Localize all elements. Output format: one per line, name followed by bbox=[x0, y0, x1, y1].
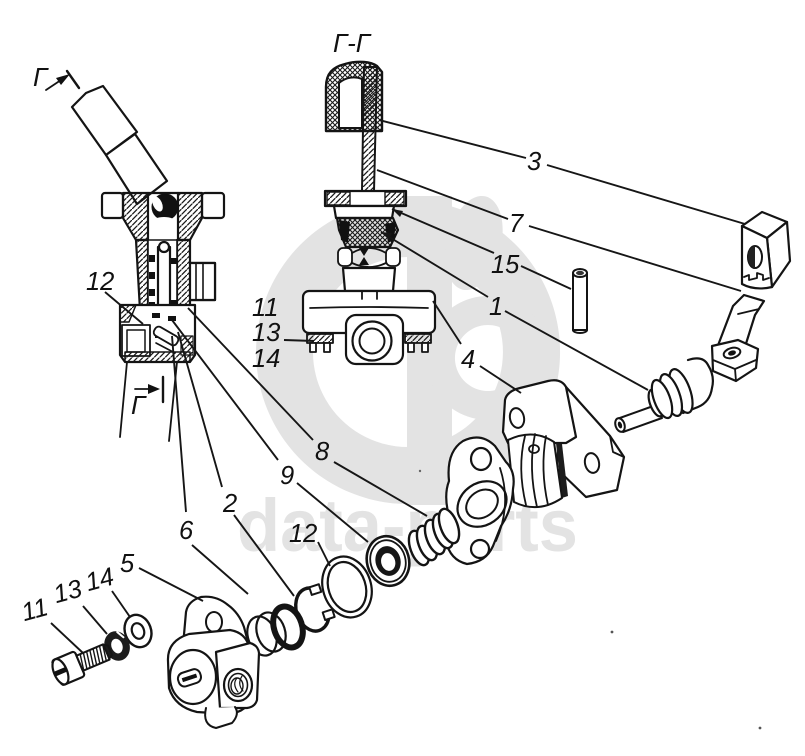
svg-text:2: 2 bbox=[222, 490, 237, 518]
svg-text:5: 5 bbox=[120, 550, 135, 578]
svg-text:9: 9 bbox=[280, 462, 294, 490]
svg-text:11: 11 bbox=[18, 593, 51, 627]
svg-text:3: 3 bbox=[527, 148, 541, 176]
svg-text:14: 14 bbox=[252, 345, 280, 373]
svg-text:13: 13 bbox=[252, 319, 280, 347]
svg-text:6: 6 bbox=[179, 517, 194, 545]
svg-text:Г: Г bbox=[33, 62, 49, 92]
svg-text:4: 4 bbox=[461, 346, 475, 374]
svg-text:15: 15 bbox=[491, 251, 520, 279]
svg-text:Г-Г: Г-Г bbox=[333, 28, 372, 58]
svg-text:Г: Г bbox=[131, 390, 147, 420]
svg-text:13: 13 bbox=[50, 575, 85, 609]
svg-text:7: 7 bbox=[509, 210, 524, 238]
svg-text:1: 1 bbox=[489, 293, 503, 321]
svg-text:8: 8 bbox=[315, 438, 330, 466]
svg-text:12: 12 bbox=[289, 520, 317, 548]
svg-text:12: 12 bbox=[86, 268, 114, 296]
svg-text:11: 11 bbox=[252, 294, 278, 322]
